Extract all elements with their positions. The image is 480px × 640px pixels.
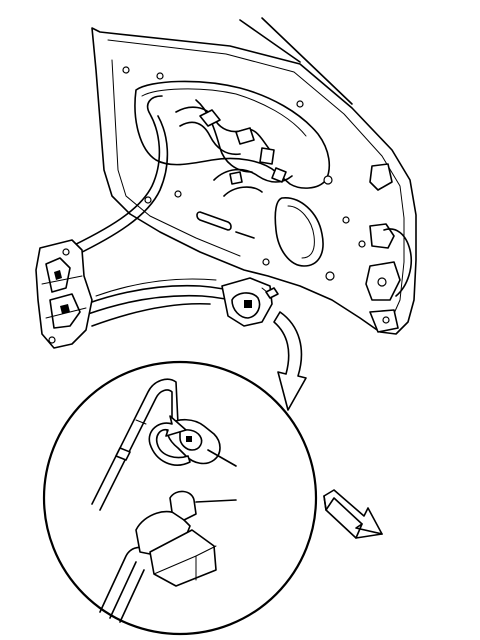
cable-end-connector [100, 491, 236, 622]
door-wiring-harness [176, 100, 292, 196]
curved-callout-arrow-icon [274, 312, 306, 410]
speaker-opening [275, 198, 323, 266]
inside-handle-housing [222, 278, 278, 326]
door-inner-panel [92, 18, 416, 334]
lock-rod [92, 379, 178, 510]
detail-view [44, 362, 316, 634]
door-lock-actuator [36, 240, 92, 348]
direction-arrow-icon [324, 490, 382, 538]
lock-rod-cable [64, 96, 246, 326]
rotation-arrow-icon [149, 416, 190, 465]
door-hinge-bracket [366, 164, 411, 332]
